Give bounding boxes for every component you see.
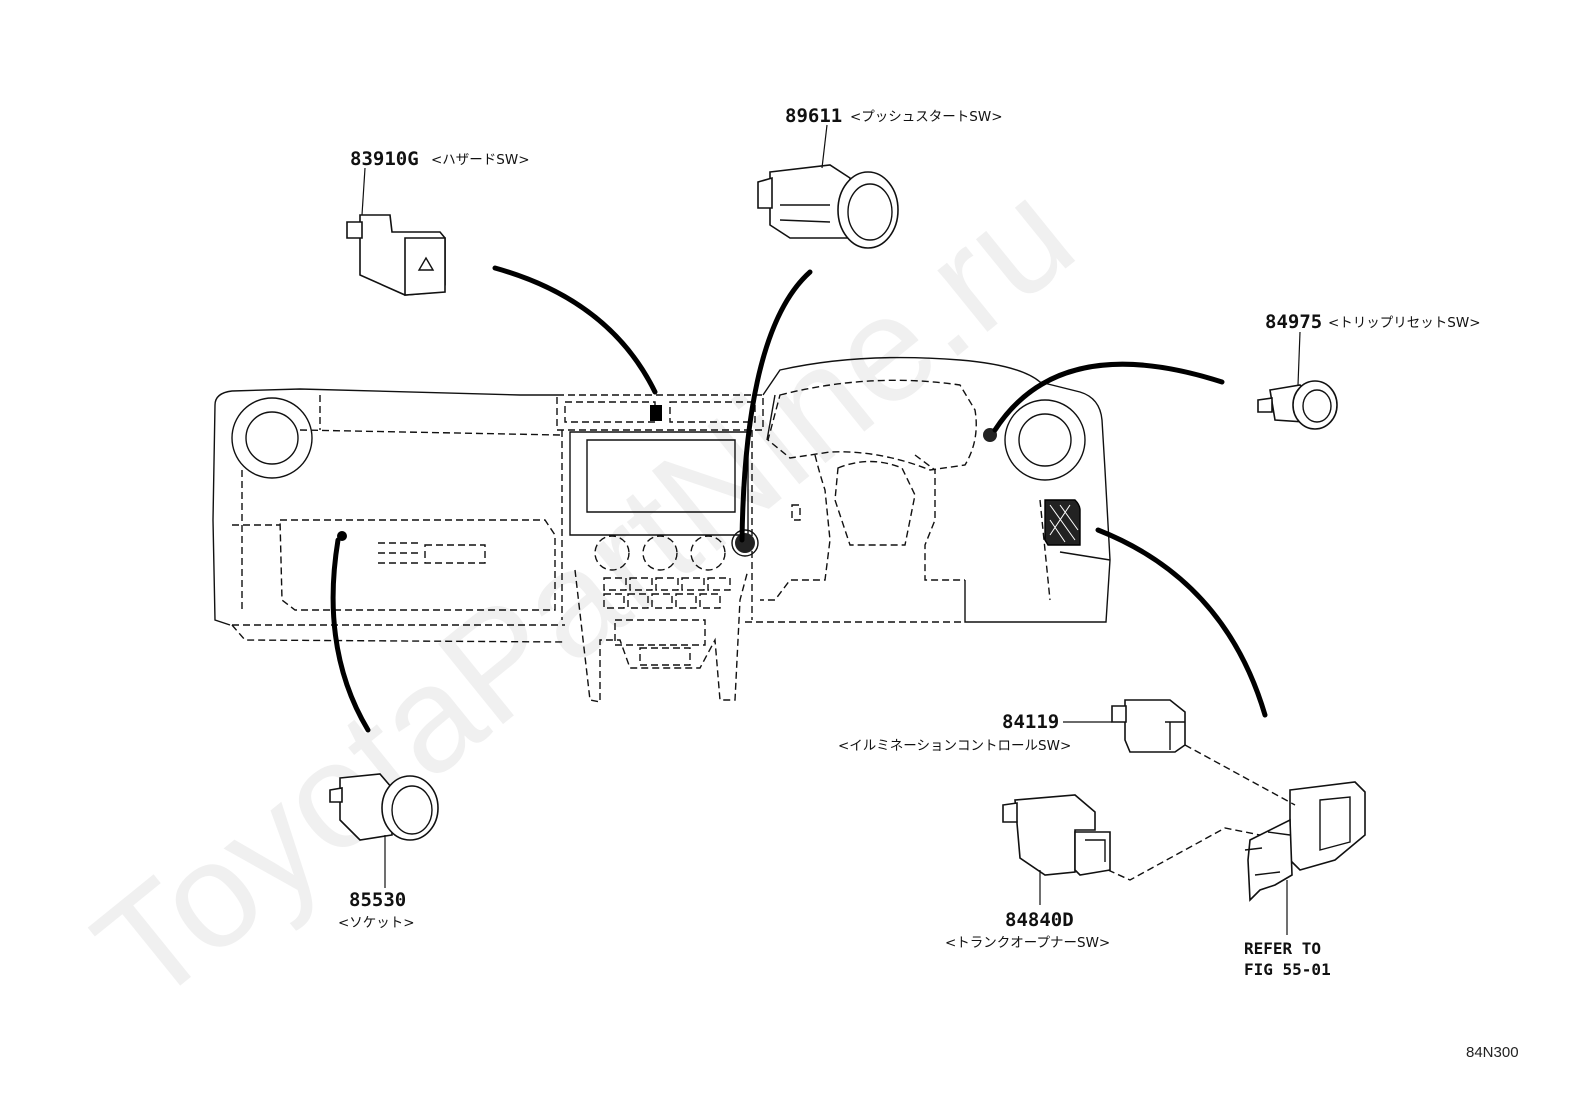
part-number-84975[interactable]: 84975 bbox=[1265, 311, 1322, 333]
part-desc-illumination-sw: <イルミネーションコントロールSW> bbox=[838, 738, 1071, 754]
trunk-opener-switch-part bbox=[1002, 794, 1111, 905]
part-desc-socket: <ソケット> bbox=[338, 915, 415, 931]
part-number-84119[interactable]: 84119 bbox=[1002, 711, 1059, 733]
socket-part bbox=[329, 773, 439, 888]
refer-fig-label[interactable]: FIG 55-01 bbox=[1244, 960, 1331, 979]
part-desc-push-start-sw: <プッシュスタートSW> bbox=[850, 109, 1003, 125]
connector-line-illumination bbox=[1184, 744, 1296, 806]
dashboard-outline bbox=[212, 356, 1111, 703]
part-number-83910G[interactable]: 83910G bbox=[350, 148, 419, 170]
refer-to-label[interactable]: REFER TO bbox=[1244, 939, 1321, 958]
push-start-switch-part bbox=[757, 124, 899, 249]
part-number-89611[interactable]: 89611 bbox=[785, 105, 842, 127]
watermark: ToyotaPartNine.ru bbox=[64, 149, 1103, 1035]
switch-panel-bracket bbox=[1244, 781, 1366, 935]
illumination-switch-part bbox=[1063, 699, 1186, 753]
hazard-switch-part bbox=[346, 167, 446, 296]
part-desc-trip-reset-sw: <トリップリセットSW> bbox=[1328, 315, 1481, 331]
part-desc-hazard-sw: <ハザードSW> bbox=[431, 152, 530, 168]
part-desc-trunk-opener-sw: <トランクオープナーSW> bbox=[945, 935, 1110, 951]
diagram-code: 84N300 bbox=[1466, 1044, 1519, 1061]
part-number-84840D[interactable]: 84840D bbox=[1005, 909, 1074, 931]
pointer-lines bbox=[330, 265, 1268, 733]
connector-line-trunk bbox=[1107, 827, 1261, 881]
trip-reset-switch-part bbox=[1257, 331, 1338, 430]
part-number-85530[interactable]: 85530 bbox=[349, 889, 406, 911]
